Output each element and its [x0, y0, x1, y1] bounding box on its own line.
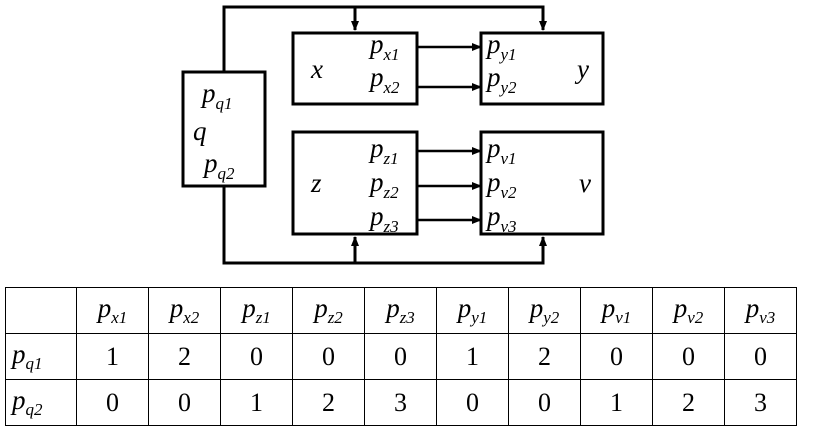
column-header-pv1: pv1: [580, 287, 653, 334]
column-header-px1: px1: [76, 287, 149, 334]
table-corner-cell: [5, 287, 77, 334]
column-header-pz2: pz2: [292, 287, 365, 334]
port-label-pv3: pv3: [485, 201, 517, 236]
column-header-base: p: [314, 293, 328, 323]
block-x: [291, 31, 419, 106]
block-name-y: y: [574, 54, 589, 84]
port-label-pz1: pz1: [368, 133, 399, 168]
table-cell: 1: [76, 333, 149, 380]
column-header-base: p: [386, 293, 400, 323]
table-cell: 1: [580, 379, 653, 426]
column-header-base: p: [97, 293, 112, 323]
row-header-pq2: pq2: [5, 379, 77, 426]
table-cell: 1: [436, 333, 509, 380]
block-name-x: x: [310, 54, 323, 84]
column-header-sub: y2: [543, 308, 560, 327]
port-label-pv2: pv2: [485, 167, 517, 202]
table-cell: 0: [580, 333, 653, 380]
block-y: [479, 31, 605, 106]
column-header-sub: z1: [255, 308, 271, 327]
column-header-base: p: [169, 293, 184, 323]
wire-q-bottom: [222, 186, 547, 265]
table-cell: 0: [436, 379, 509, 426]
port-label-pz3: pz3: [368, 201, 399, 236]
table-cell: 3: [724, 379, 797, 426]
column-header-sub: z3: [399, 308, 415, 327]
table-cell: 2: [652, 379, 725, 426]
column-header-pv2: pv2: [652, 287, 725, 334]
port-label-py1: py1: [485, 29, 517, 64]
block-name-q: q: [193, 116, 207, 146]
column-header-px2: px2: [148, 287, 221, 334]
row-header-pq1: pq1: [5, 333, 77, 380]
column-header-sub: v2: [687, 308, 704, 327]
column-header-base: p: [601, 293, 616, 323]
table-cell: 0: [148, 379, 221, 426]
port-label-px2: px2: [368, 62, 400, 97]
table-cell: 0: [364, 333, 437, 380]
column-header-sub: x2: [183, 308, 200, 327]
table-cell: 0: [220, 333, 293, 380]
port-label-pv1: pv1: [485, 133, 517, 168]
column-header-base: p: [673, 293, 688, 323]
block-z: [291, 130, 419, 236]
port-label-px1: px1: [368, 29, 400, 64]
table-cell: 0: [652, 333, 725, 380]
column-header-base: p: [745, 293, 760, 323]
column-header-sub: x1: [111, 308, 128, 327]
table-cell: 2: [148, 333, 221, 380]
column-header-sub: z2: [327, 308, 343, 327]
row-header-base: p: [12, 339, 26, 369]
row-header-sub: q1: [25, 354, 43, 373]
block-q: [181, 70, 267, 188]
table-cell: 0: [508, 379, 581, 426]
column-header-sub: y1: [471, 308, 488, 327]
table-header-row: px1 px2 pz1 pz2 pz3 py1 py2 pv1 pv2 pv3: [5, 287, 797, 334]
table-row-pq1: pq1 1 2 0 0 0 1 2 0 0 0: [5, 333, 797, 380]
column-header-pz3: pz3: [364, 287, 437, 334]
table-cell: 0: [724, 333, 797, 380]
row-header-base: p: [12, 385, 26, 415]
port-mapping-table: px1 px2 pz1 pz2 pz3 py1 py2 pv1 pv2 pv3 …: [5, 287, 797, 426]
column-header-base: p: [242, 293, 256, 323]
column-header-base: p: [529, 293, 544, 323]
column-header-sub: v1: [615, 308, 632, 327]
block-name-z: z: [310, 168, 322, 198]
port-label-pq2: pq2: [202, 148, 235, 183]
table-cell: 3: [364, 379, 437, 426]
row-header-sub: q2: [25, 400, 43, 419]
port-mapping-table-container: px1 px2 pz1 pz2 pz3 py1 py2 pv1 pv2 pv3 …: [5, 287, 797, 426]
wire-q-top: [222, 5, 547, 72]
column-header-pv3: pv3: [724, 287, 797, 334]
column-header-sub: v3: [759, 308, 776, 327]
table-cell: 0: [292, 333, 365, 380]
block-name-v: v: [579, 168, 591, 198]
table-cell: 2: [508, 333, 581, 380]
port-label-pq1: pq1: [200, 78, 233, 113]
port-label-pz2: pz2: [368, 167, 399, 202]
column-header-py2: py2: [508, 287, 581, 334]
table-cell: 2: [292, 379, 365, 426]
column-header-pz1: pz1: [220, 287, 293, 334]
block-diagram: pq1 q pq2 x px1 px2 py1 py2 y z pz1 pz2 …: [181, 5, 605, 265]
table-cell: 0: [76, 379, 149, 426]
column-header-base: p: [457, 293, 472, 323]
column-header-py1: py1: [436, 287, 509, 334]
table-row-pq2: pq2 0 0 1 2 3 0 0 1 2 3: [5, 379, 797, 426]
table-cell: 1: [220, 379, 293, 426]
port-label-py2: py2: [485, 62, 517, 97]
